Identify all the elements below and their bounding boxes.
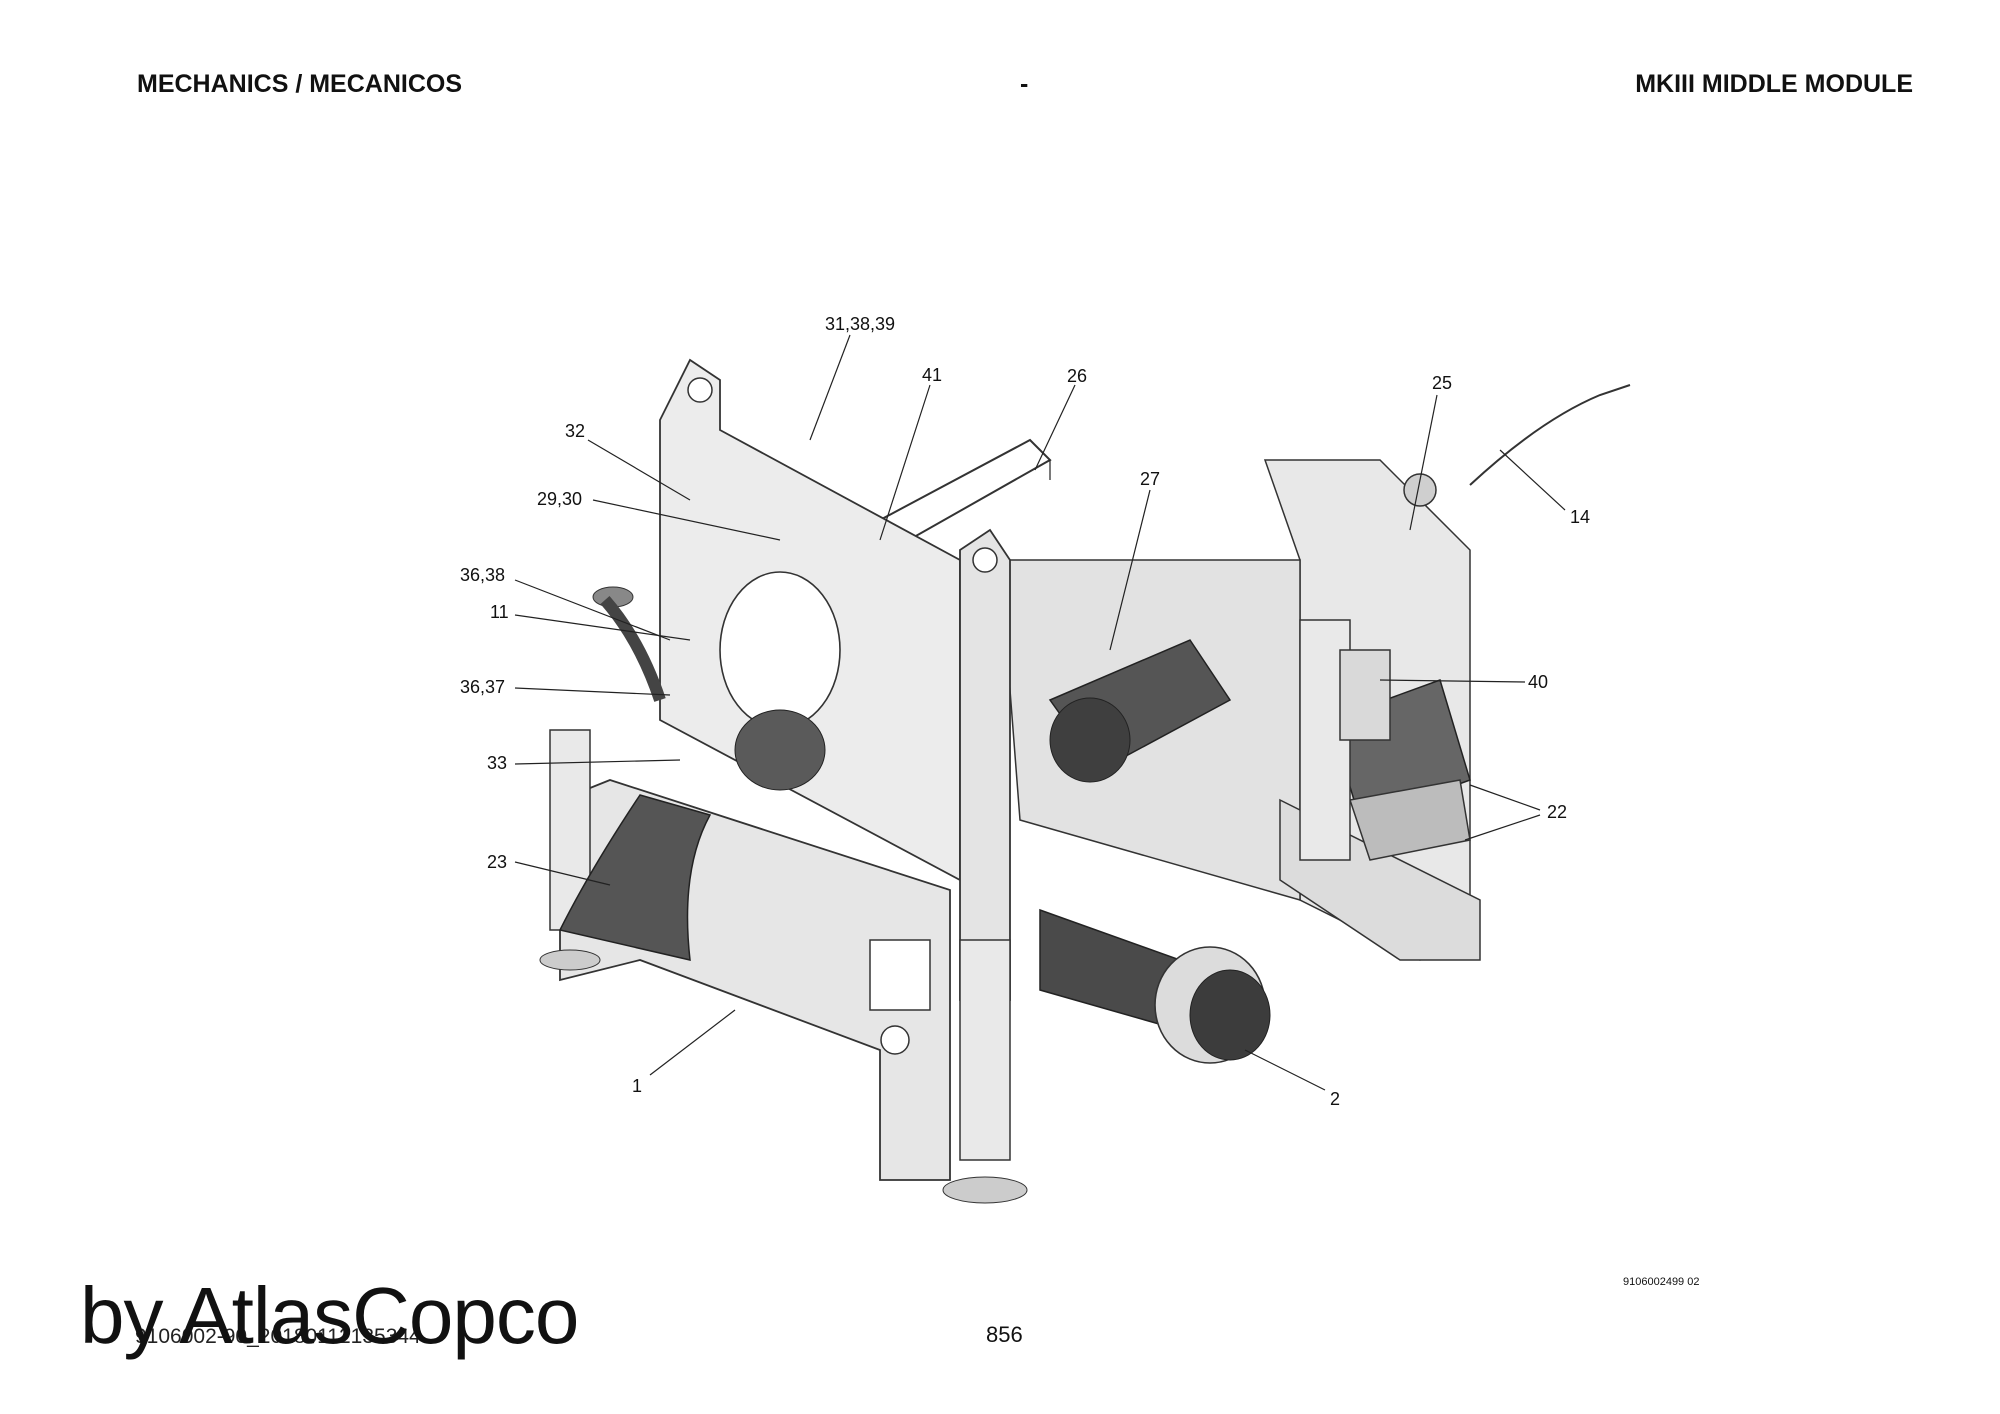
callout-11: 11 xyxy=(490,602,509,622)
pump-motor xyxy=(1048,639,1232,783)
leader-32 xyxy=(587,439,691,501)
callout-41: 41 xyxy=(922,365,942,385)
callout-23: 23 xyxy=(487,852,507,872)
leader-22b xyxy=(1464,814,1541,841)
callout-1: 1 xyxy=(632,1076,642,1096)
drive-axle xyxy=(1039,908,1271,1064)
callout-40: 40 xyxy=(1528,672,1548,692)
callout-14: 14 xyxy=(1570,507,1590,527)
leader-26 xyxy=(1034,384,1076,471)
battery-box xyxy=(1329,679,1471,861)
leader-36-37 xyxy=(514,687,671,696)
leader-31-38-39 xyxy=(809,334,851,441)
main-front-plate xyxy=(659,358,961,882)
leader-14 xyxy=(1499,449,1566,511)
callout-27: 27 xyxy=(1140,469,1160,489)
leader-36-38 xyxy=(514,579,671,641)
drawing-id: 9106002499 02 xyxy=(1623,1276,1700,1288)
mud-flap xyxy=(558,794,712,961)
leader-40 xyxy=(1379,679,1526,683)
front-cylinder xyxy=(942,939,1028,1204)
header-left-title: MECHANICS / MECANICOS xyxy=(137,70,463,98)
callout-33: 33 xyxy=(487,753,507,773)
leader-23 xyxy=(514,861,611,886)
callout-31-38-39: 31,38,39 xyxy=(825,314,895,334)
header-center-dash: - xyxy=(1020,70,1029,98)
leader-25 xyxy=(1409,394,1438,531)
bracket xyxy=(1299,619,1391,861)
watermark-text: by AtlasCopco xyxy=(80,1271,579,1360)
callout-32: 32 xyxy=(565,421,585,441)
leader-22a xyxy=(1469,784,1541,811)
leader-33 xyxy=(514,759,681,765)
header-right-title: MKIII MIDDLE MODULE xyxy=(1635,70,1913,98)
callout-25: 25 xyxy=(1432,373,1452,393)
cable xyxy=(1469,384,1631,486)
callout-36-37: 36,37 xyxy=(460,677,505,697)
document-code: 9106002-90_20180112135344 xyxy=(135,1325,421,1348)
leader-2 xyxy=(1244,1049,1326,1091)
callout-36-38: 36,38 xyxy=(460,565,505,585)
tank-hose xyxy=(592,586,666,702)
leader-1 xyxy=(649,1009,736,1076)
callout-26: 26 xyxy=(1067,366,1087,386)
callout-22: 22 xyxy=(1547,802,1567,822)
leader-29-30 xyxy=(592,499,781,541)
callout-2: 2 xyxy=(1330,1089,1340,1109)
leader-27 xyxy=(1109,489,1151,651)
leader-41 xyxy=(879,384,931,541)
page-number: 856 xyxy=(986,1322,1023,1347)
callout-29-30: 29,30 xyxy=(537,489,582,509)
right-post xyxy=(959,528,1011,1001)
leader-11 xyxy=(514,614,691,641)
